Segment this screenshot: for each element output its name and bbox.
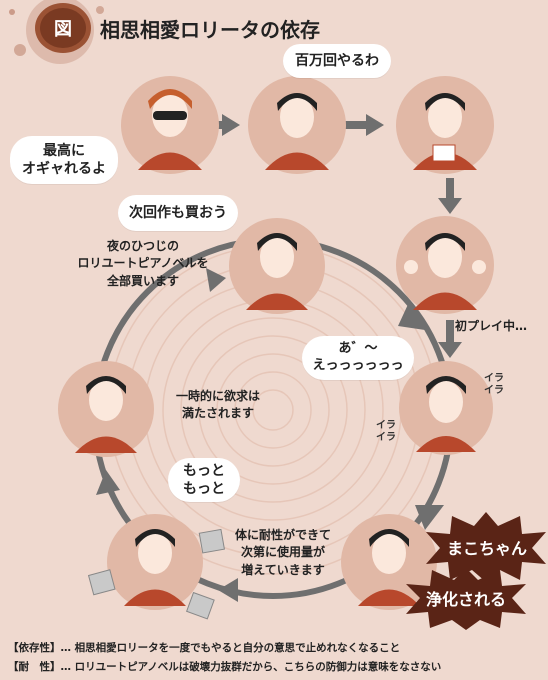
figure-top-cycle-person bbox=[229, 218, 325, 314]
bubble-best: 最高に オギャれるよ bbox=[10, 136, 118, 184]
figure-hands-up-person bbox=[396, 216, 494, 314]
label-tolerance: 体に耐性ができて 次第に使用量が 増えていきます bbox=[234, 528, 331, 577]
label-playing: 初プレイ中… bbox=[455, 319, 528, 333]
bubble-next-work: 次回作も買おう bbox=[118, 195, 238, 231]
book-icon bbox=[198, 528, 225, 554]
book-icon bbox=[186, 592, 215, 620]
burst-purify-text: 浄化される bbox=[425, 590, 506, 609]
label-buy-all: 夜のひつじの ロリユートピアノベルを 全部買います bbox=[77, 239, 209, 288]
figure-badge: 図 bbox=[40, 8, 86, 48]
figure-frustrated-person bbox=[399, 361, 493, 455]
footer-dependence: 【依存性】… 相思相愛ロリータを一度でもやると自分の意思で止めれなくなること bbox=[8, 642, 401, 654]
label-irritation: イラ イラ bbox=[376, 420, 396, 443]
bubble-agh: あ゛～ えっっっっっっ bbox=[302, 336, 414, 380]
footer-tolerance: 【耐 性】… ロリユートピアノベルは破壊力抜群だから、こちらの防御力は意味をなさ… bbox=[8, 661, 442, 673]
book-icon bbox=[88, 569, 116, 596]
figure-book-person bbox=[396, 76, 494, 174]
figure-craving-person bbox=[107, 514, 203, 610]
label-satisfied: 一時的に欲求は 満たされます bbox=[175, 389, 260, 421]
figure-reading-person bbox=[248, 76, 346, 174]
figure-sunglasses-person bbox=[121, 76, 219, 174]
burst-mako bbox=[426, 512, 546, 582]
bubble-more: もっと もっと bbox=[168, 458, 240, 502]
burst-purify bbox=[406, 568, 526, 630]
label-irritation: イラ イラ bbox=[484, 373, 504, 396]
page-title: 相思相愛ロリータの依存 bbox=[100, 18, 320, 42]
bubble-million: 百万回やるわ bbox=[283, 44, 391, 78]
figure-satisfied-person bbox=[58, 361, 154, 457]
burst-mako-text: まこちゃん bbox=[446, 539, 527, 558]
